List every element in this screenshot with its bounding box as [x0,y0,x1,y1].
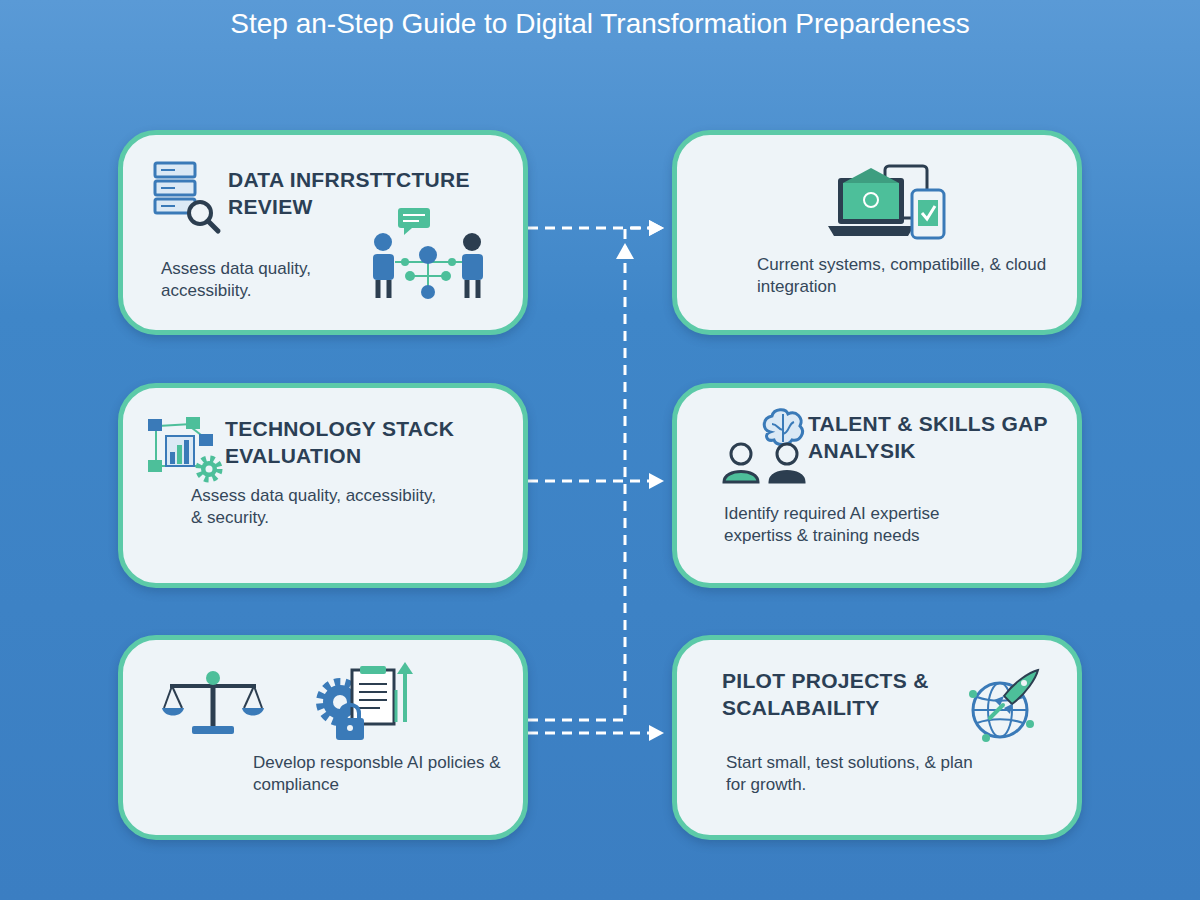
arrow-head [649,220,664,236]
process-box: Develop responsble AI policies & complia… [118,635,528,840]
box-text: Assess data quality, accessibiity. [161,258,361,302]
arrow-head [649,473,664,489]
process-box: DATA INFRRSTTCTURE REVIEW Assess data qua… [118,130,528,335]
dashed-connector [528,473,664,489]
box-text: Identify required AI expertise expertiss… [724,503,999,547]
up-arrowhead [616,243,634,259]
box-text: Develop responsble AI policies & complia… [253,752,523,796]
dashed-connector [528,725,664,741]
process-box: TALENT & SKILLS GAP ANALYSIK Identify req… [672,383,1082,588]
process-box: TECHNOLOGY STACK EVALUATION Assess data q… [118,383,528,588]
box-heading: TALENT & SKILLS GAP ANALYSIK [808,410,1058,465]
box-heading: PILOT PROJECTS & SCALABAILITY [722,667,962,722]
up-arrowhead-part [616,243,634,259]
arrow-head [649,725,664,741]
connector-line [528,732,664,735]
connector-line [528,480,664,483]
dashed-connector [528,220,664,720]
box-heading: TECHNOLOGY STACK EVALUATION [225,415,495,470]
process-box: Current systems, compatibille, & cloud i… [672,130,1082,335]
box-text: Start small, test solutions, & plan for … [726,752,976,796]
arrow-head [649,220,664,236]
connector-line [528,227,664,230]
diagram-title: Step an-Step Guide to Digital Transforma… [0,6,1200,42]
box-heading: DATA INFRRSTTCTURE REVIEW [228,166,498,221]
dashed-connector [528,220,664,236]
box-text: Current systems, compatibille, & cloud i… [757,254,1047,298]
box-text: Assess data quality, accessibiity, & sec… [191,485,441,529]
connector-line [528,228,664,720]
process-box: PILOT PROJECTS & SCALABAILITY Start small… [672,635,1082,840]
